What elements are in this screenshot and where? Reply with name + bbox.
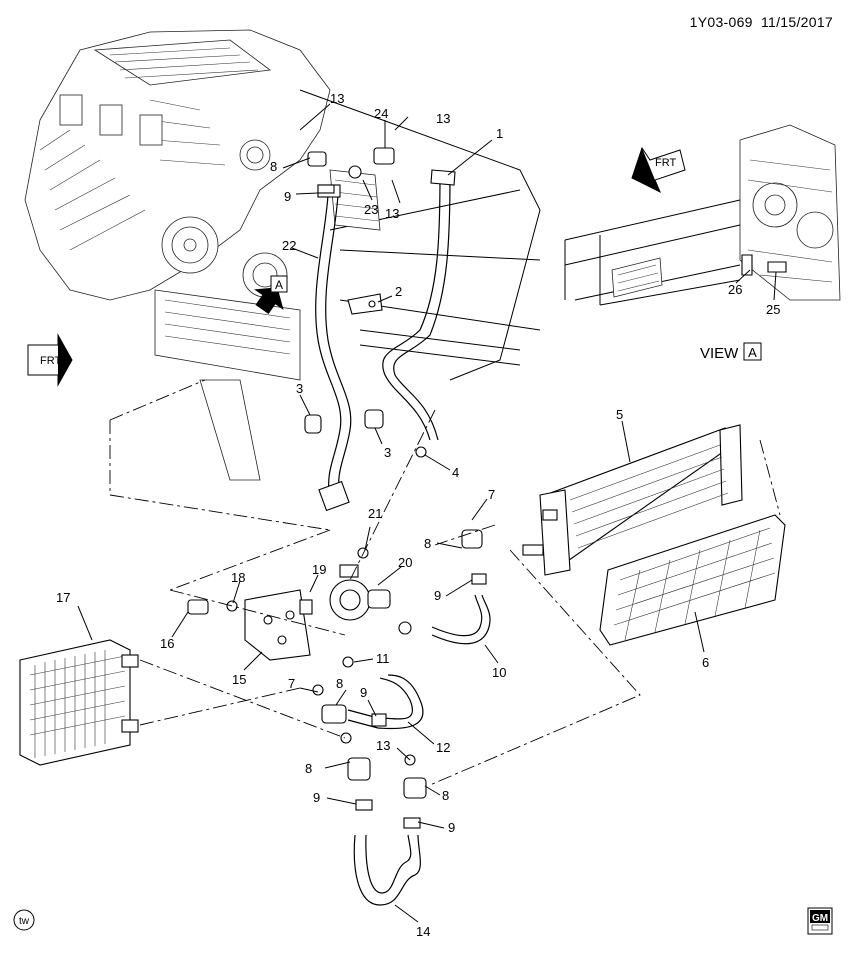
- callout-10: 10: [492, 665, 506, 680]
- callout-18: 18: [231, 570, 245, 585]
- view-marker-letter: A: [275, 278, 283, 292]
- frt-label-left: FRT: [40, 355, 61, 367]
- callout-13c: 13: [385, 206, 399, 221]
- front-direction-arrow-left: FRT: [27, 333, 73, 387]
- callout-17: 17: [56, 590, 70, 605]
- callout-9b: 9: [284, 189, 291, 204]
- callout-7b: 7: [288, 676, 295, 691]
- radiator-5: [522, 424, 743, 576]
- callout-8d: 8: [305, 761, 312, 776]
- callout-4: 4: [452, 465, 459, 480]
- callout-11: 11: [376, 651, 390, 666]
- view-a-inset: [564, 124, 841, 306]
- callout-16: 16: [160, 636, 174, 651]
- hose-14: [340, 732, 427, 906]
- callout-3b: 3: [384, 445, 391, 460]
- callout-12: 12: [436, 740, 450, 755]
- hose-12: [312, 674, 424, 730]
- callout-25: 25: [766, 302, 780, 317]
- callout-14: 14: [416, 924, 430, 939]
- front-direction-arrow-right: FRT: [631, 146, 686, 194]
- gm-logo: GM: [807, 907, 833, 935]
- callout-13a: 13: [330, 91, 344, 106]
- callout-numbers: 1 2 3 3 4 5 6 7 7 8 8 8 8 8 9 9 9 9 9 10…: [56, 91, 780, 939]
- callout-21: 21: [368, 506, 382, 521]
- grille-6: [599, 514, 786, 646]
- callout-8e: 8: [442, 788, 449, 803]
- callout-13b: 13: [436, 111, 450, 126]
- callout-1: 1: [496, 126, 503, 141]
- view-a-marker: A: [254, 275, 288, 315]
- view-label-text: VIEW: [700, 345, 739, 362]
- callout-5: 5: [616, 407, 623, 422]
- callout-19: 19: [312, 562, 326, 577]
- frt-label-right: FRT: [655, 157, 676, 169]
- callout-7a: 7: [488, 487, 495, 502]
- callout-13d: 13: [376, 738, 390, 753]
- diagram-header: 1Y03-069 11/15/2017: [686, 14, 833, 30]
- callout-2: 2: [395, 284, 402, 299]
- tw-text: tw: [19, 916, 30, 927]
- pump-20: [329, 547, 391, 621]
- isolators-3: [304, 409, 384, 434]
- callout-3a: 3: [296, 381, 303, 396]
- view-label-letter: A: [748, 345, 757, 360]
- callout-8a: 8: [424, 536, 431, 551]
- bracket-2: [347, 293, 383, 315]
- callout-20: 20: [398, 555, 412, 570]
- small-parts-16-18-19: [187, 599, 238, 615]
- gm-logo-text: GM: [812, 913, 828, 924]
- radiator-17: [19, 639, 139, 766]
- callout-9a: 9: [434, 588, 441, 603]
- upper-fittings: [307, 147, 395, 194]
- callout-26: 26: [728, 282, 742, 297]
- callout-23: 23: [364, 202, 378, 217]
- callout-8c: 8: [336, 676, 343, 691]
- leader-lines: [77, 103, 777, 923]
- tw-mark: tw: [13, 909, 35, 931]
- callout-6: 6: [702, 655, 709, 670]
- callout-24: 24: [374, 106, 388, 121]
- callout-15: 15: [232, 672, 246, 687]
- hose-22: [315, 184, 352, 512]
- callout-9c: 9: [360, 685, 367, 700]
- diagram-id: 1Y03-069: [689, 14, 753, 30]
- view-a-label: VIEW A: [700, 342, 762, 362]
- callout-9e: 9: [448, 820, 455, 835]
- engine-assembly: [24, 29, 541, 481]
- callout-22: 22: [282, 238, 296, 253]
- callout-8b: 8: [270, 159, 277, 174]
- diagram-date: 11/15/2017: [760, 14, 833, 30]
- assembly-lines: [109, 379, 781, 786]
- callout-9d: 9: [313, 790, 320, 805]
- bracket-15: [244, 589, 313, 661]
